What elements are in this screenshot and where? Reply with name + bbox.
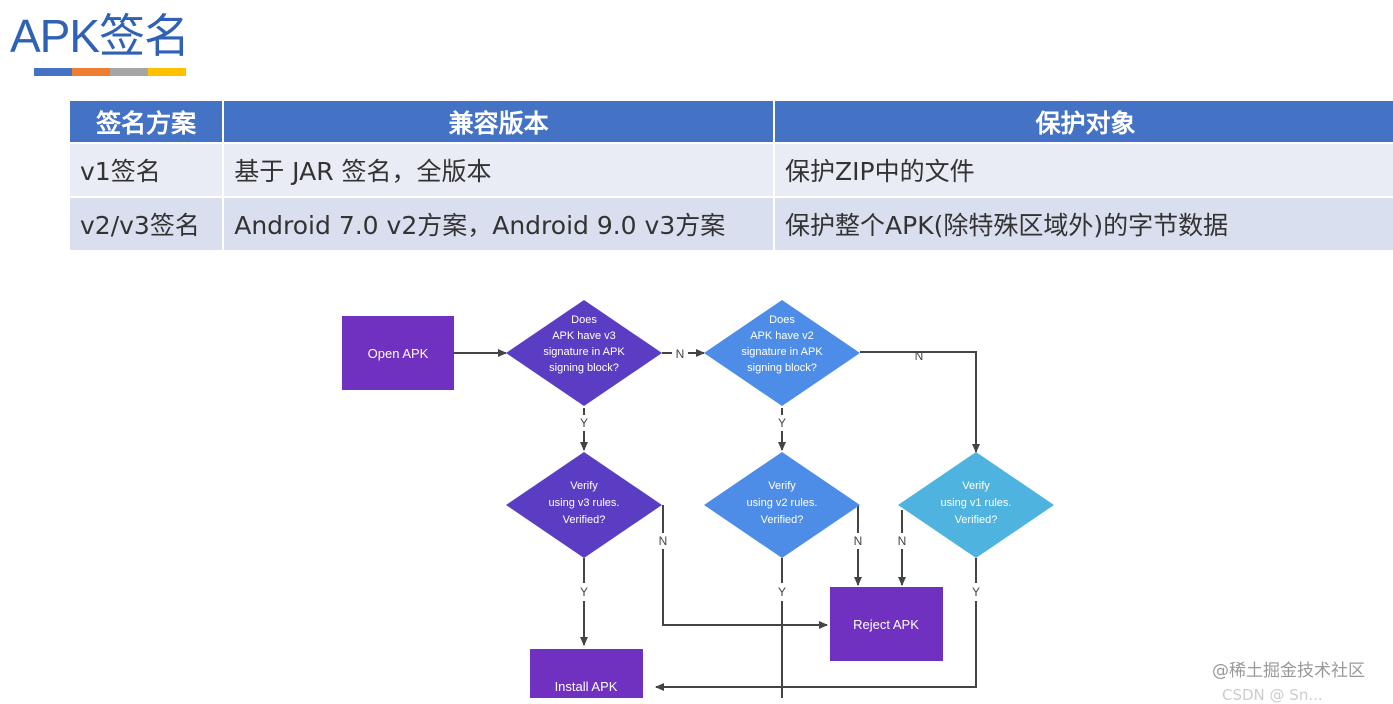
watermark: @稀土掘金技术社区 xyxy=(1212,661,1365,681)
table-row: v1签名 基于 JAR 签名，全版本 保护ZIP中的文件 xyxy=(70,144,1393,196)
reject-apk-label: Reject APK xyxy=(853,617,919,632)
verify-v2-text: Verified? xyxy=(761,514,804,526)
edge-label-no: N xyxy=(659,534,668,548)
decision-v2-text: signing block? xyxy=(747,362,817,374)
header-protected-object: 保护对象 xyxy=(775,101,1393,142)
edge-label-yes: Y xyxy=(580,585,588,599)
edge-label-yes: Y xyxy=(580,416,588,430)
page-title: APK签名 xyxy=(10,10,190,62)
table-cell: v1签名 xyxy=(70,144,223,196)
decision-verify-v3 xyxy=(506,452,662,558)
table-cell: 保护ZIP中的文件 xyxy=(775,144,1393,196)
verify-v2-text: Verify xyxy=(768,480,796,492)
decision-v3-text: signing block? xyxy=(549,362,619,374)
table-header-row: 签名方案 兼容版本 保护对象 xyxy=(70,101,1393,142)
edge-label-yes: Y xyxy=(778,585,786,599)
edge-label-no: N xyxy=(898,534,907,548)
accent-segment-orange xyxy=(72,68,110,76)
decision-verify-v2 xyxy=(704,452,860,558)
install-apk-label: Install APK xyxy=(555,679,618,694)
accent-segment-yellow xyxy=(148,68,186,76)
header-scheme: 签名方案 xyxy=(70,101,223,142)
table-row: v2/v3签名 Android 7.0 v2方案，Android 9.0 v3方… xyxy=(70,198,1393,250)
signature-verification-flowchart: N N Y Y Y N Y N N Y Open APK Does APK ha… xyxy=(342,300,1054,698)
verify-v1-text: Verified? xyxy=(955,514,998,526)
decision-v2-signature xyxy=(704,300,860,406)
verify-v3-text: using v3 rules. xyxy=(549,497,620,509)
open-apk-label: Open APK xyxy=(368,346,429,361)
open-apk-box xyxy=(342,316,454,390)
install-apk-box xyxy=(530,649,643,698)
decision-v3-signature xyxy=(506,300,662,406)
arrow-verify-v1-yes-to-install xyxy=(655,601,977,691)
decision-v2-text: signature in APK xyxy=(741,346,823,358)
decision-v2-text: APK have v2 xyxy=(750,330,814,342)
table-cell: 基于 JAR 签名，全版本 xyxy=(224,144,774,196)
edge-label-no: N xyxy=(915,349,924,363)
flowchart-connectors xyxy=(454,349,980,698)
verify-v3-text: Verified? xyxy=(563,514,606,526)
arrow-verify-v3-no-to-reject xyxy=(662,549,828,629)
verify-v1-text: Verify xyxy=(962,480,990,492)
table-cell: 保护整个APK(除特殊区域外)的字节数据 xyxy=(775,198,1393,250)
decision-v3-text: signature in APK xyxy=(543,346,625,358)
verify-v2-text: using v2 rules. xyxy=(747,497,818,509)
header-compat-version: 兼容版本 xyxy=(224,101,774,142)
table-cell: v2/v3签名 xyxy=(70,198,223,250)
signature-scheme-table: 签名方案 兼容版本 保护对象 v1签名 基于 JAR 签名，全版本 保护ZIP中… xyxy=(68,99,1393,252)
table-cell: Android 7.0 v2方案，Android 9.0 v3方案 xyxy=(224,198,774,250)
edge-label-no: N xyxy=(854,534,863,548)
title-accent-bar xyxy=(34,68,186,76)
accent-segment-blue xyxy=(34,68,72,76)
edge-label-no: N xyxy=(676,347,685,361)
decision-v3-text: APK have v3 xyxy=(552,330,616,342)
accent-segment-gray xyxy=(110,68,148,76)
decision-v2-text: Does xyxy=(769,314,795,326)
reject-apk-box xyxy=(830,587,943,661)
arrow-v2-no-to-v1 xyxy=(860,351,980,453)
verify-v3-text: Verify xyxy=(570,480,598,492)
watermark-secondary: CSDN @ Sn... xyxy=(1222,686,1323,704)
decision-v3-text: Does xyxy=(571,314,597,326)
edge-label-yes: Y xyxy=(778,416,786,430)
edge-label-yes: Y xyxy=(972,585,980,599)
verify-v1-text: using v1 rules. xyxy=(941,497,1012,509)
decision-verify-v1 xyxy=(898,452,1054,558)
